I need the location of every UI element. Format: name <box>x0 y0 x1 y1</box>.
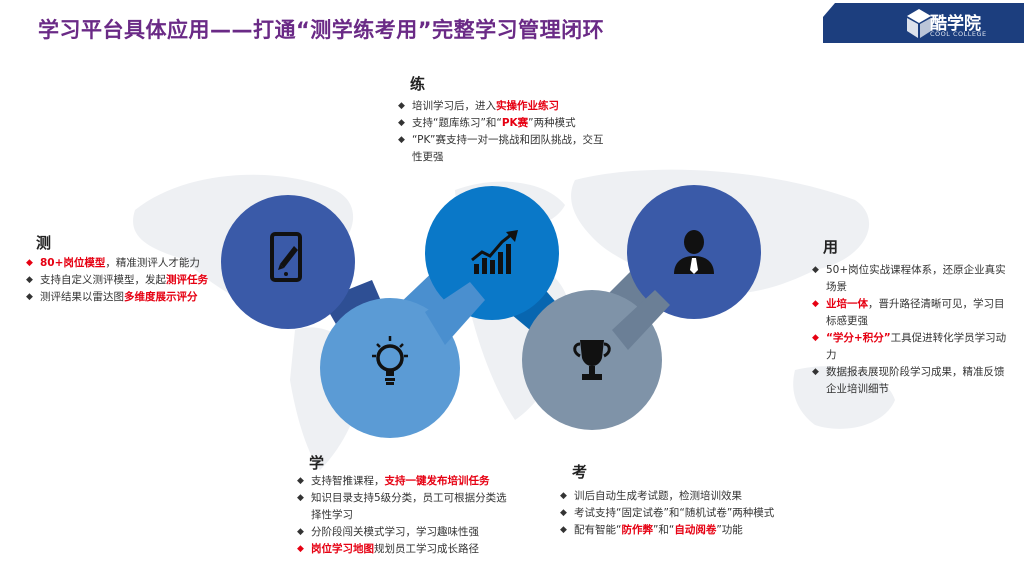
bullet-item-kao: 配有智能“防作弊”和“自动阅卷”功能 <box>560 522 775 539</box>
highlight-text: 测评任务 <box>166 274 208 286</box>
bullet-text: ，精准测评人才能力 <box>105 257 200 269</box>
bullet-item-yong: 数据报表展现阶段学习成果，精准反馈企业培训细节 <box>812 364 1008 398</box>
section-title-lian: 练 <box>410 75 426 93</box>
bullet-item-ce: 支持自定义测评模型，发起测评任务 <box>26 272 226 289</box>
highlight-text: 多维度展示评分 <box>124 291 198 303</box>
bullet-text: 测评结果以雷达图 <box>40 291 124 303</box>
bullet-item-lian: 支持“题库练习”和“PK赛”两种模式 <box>398 115 613 132</box>
highlight-text: 实操作业练习 <box>496 100 559 112</box>
section-title-kao: 考 <box>572 463 588 481</box>
band-kao-over-yong <box>612 290 670 350</box>
bullet-item-xue: 岗位学习地图规划员工学习成长路径 <box>297 541 512 558</box>
bullet-text: 配有智能“ <box>574 524 622 536</box>
bullet-item-kao: 考试支持“固定试卷”和“随机试卷”两种模式 <box>560 505 775 522</box>
bullet-text: “PK”赛支持一对一挑战和团队挑战，交互性更强 <box>412 134 604 163</box>
circle-xue <box>320 298 460 438</box>
bullet-text: 支持自定义测评模型，发起 <box>40 274 166 286</box>
bullet-text: ”功能 <box>716 524 743 536</box>
bullet-item-yong: 业培一体，晋升路径清晰可见，学习目标感更强 <box>812 296 1008 330</box>
bullet-item-yong: 50+岗位实战课程体系，还原企业真实场景 <box>812 262 1008 296</box>
page-title: 学习平台具体应用——打通“测学练考用”完整学习管理闭环 <box>38 18 605 42</box>
bullet-item-yong: “学分+积分”工具促进转化学员学习动力 <box>812 330 1008 364</box>
bullet-list-xue: 支持智推课程，支持一键发布培训任务知识目录支持5级分类，员工可根据分类选择性学习… <box>297 473 512 558</box>
highlight-text: 自动阅卷 <box>674 524 717 536</box>
bullet-text: 知识目录支持5级分类，员工可根据分类选择性学习 <box>311 492 507 521</box>
logo-subtitle: COOL COLLEGE <box>930 30 987 38</box>
section-title-ce: 测 <box>36 234 52 252</box>
highlight-text: 防作弊 <box>621 524 653 536</box>
bullet-item-kao: 训后自动生成考试题，检测培训效果 <box>560 488 775 505</box>
user-icon <box>674 230 714 274</box>
section-title-yong: 用 <box>823 238 839 256</box>
cube-icon <box>907 9 931 38</box>
lightbulb-icon <box>372 336 408 385</box>
highlight-text: 岗位学习地图 <box>311 543 374 555</box>
bullet-text: ，晋升路径清晰可见，学习目标感更强 <box>826 298 1005 327</box>
bullet-text: 规划员工学习成长路径 <box>374 543 479 555</box>
bullet-item-lian: 培训学习后，进入实操作业练习 <box>398 98 613 115</box>
section-title-xue: 学 <box>309 454 325 472</box>
bullet-item-xue: 分阶段闯关模式学习，学习趣味性强 <box>297 524 512 541</box>
bullet-item-xue: 支持智推课程，支持一键发布培训任务 <box>297 473 512 490</box>
bullet-list-yong: 50+岗位实战课程体系，还原企业真实场景业培一体，晋升路径清晰可见，学习目标感更… <box>812 262 1008 398</box>
bullet-text: 数据报表展现阶段学习成果，精准反馈企业培训细节 <box>826 366 1005 395</box>
bullet-text: 支持智推课程， <box>311 475 385 487</box>
trophy-icon <box>573 340 611 380</box>
tablet-pen-icon <box>270 232 302 282</box>
highlight-text: 支持一键发布培训任务 <box>384 475 490 487</box>
highlight-text: PK赛 <box>501 117 529 129</box>
bullet-text: 分阶段闯关模式学习，学习趣味性强 <box>311 526 479 538</box>
bullet-item-ce: 80+岗位模型，精准测评人才能力 <box>26 255 226 272</box>
bullet-text: 支持“题库练习”和“ <box>412 117 502 129</box>
bullet-list-lian: 培训学习后，进入实操作业练习支持“题库练习”和“PK赛”两种模式“PK”赛支持一… <box>398 98 613 166</box>
band-xue-over-lian <box>425 282 485 345</box>
highlight-text: 业培一体 <box>826 298 868 310</box>
highlight-text: 80+岗位模型 <box>40 257 106 269</box>
bullet-text: 50+岗位实战课程体系，还原企业真实场景 <box>826 264 1006 293</box>
bullet-text: 考试支持“固定试卷”和“随机试卷”两种模式 <box>574 507 775 519</box>
bullet-list-kao: 训后自动生成考试题，检测培训效果考试支持“固定试卷”和“随机试卷”两种模式配有智… <box>560 488 775 539</box>
bullet-item-xue: 知识目录支持5级分类，员工可根据分类选择性学习 <box>297 490 512 524</box>
bullet-text: 培训学习后，进入 <box>412 100 496 112</box>
logo-name: 酷学院 <box>930 14 981 34</box>
bullet-item-lian: “PK”赛支持一对一挑战和团队挑战，交互性更强 <box>398 132 613 166</box>
bullet-text: ”和“ <box>652 524 675 536</box>
bullet-text: 训后自动生成考试题，检测培训效果 <box>574 490 742 502</box>
bullet-list-ce: 80+岗位模型，精准测评人才能力支持自定义测评模型，发起测评任务测评结果以雷达图… <box>26 255 226 306</box>
bullet-text: 工具促进转化学员学习动力 <box>826 332 1007 361</box>
bullet-text: ”两种模式 <box>528 117 576 129</box>
trending-chart-icon <box>471 230 518 274</box>
logo-banner <box>823 3 1024 43</box>
bullet-item-ce: 测评结果以雷达图多维度展示评分 <box>26 289 226 306</box>
highlight-text: “学分+积分” <box>826 332 891 344</box>
